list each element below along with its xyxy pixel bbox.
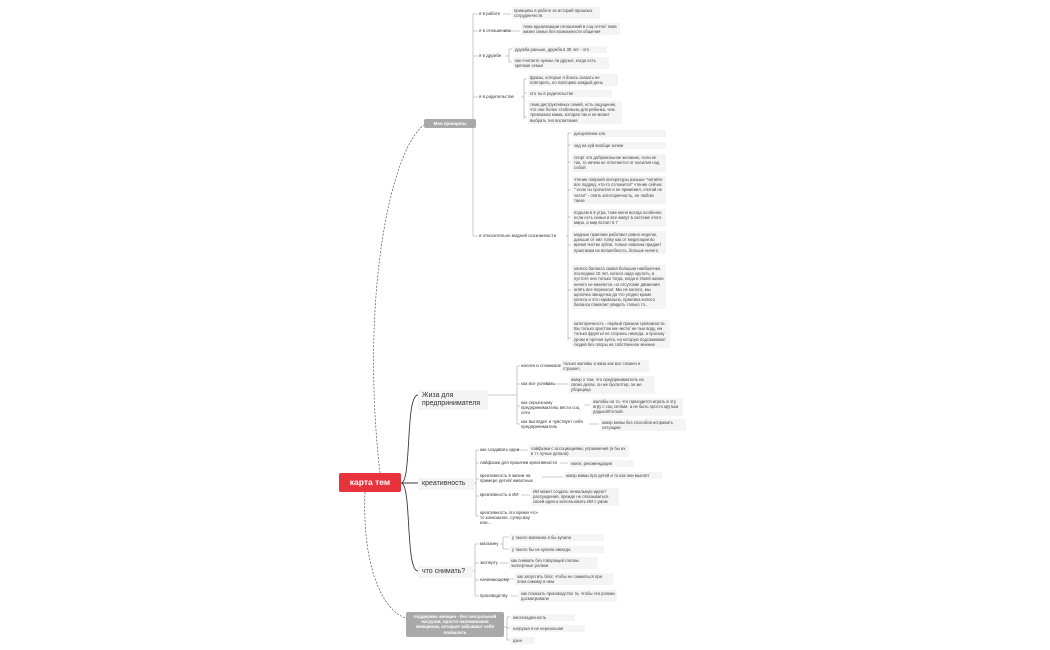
root-node[interactable]: карта тем <box>339 473 401 492</box>
creativity-branch-label[interactable]: креативность в жизни на примере детей/ ж… <box>480 473 533 484</box>
shoot-branch-label[interactable]: производству <box>480 593 508 598</box>
principles-work-label[interactable]: я в работе <box>479 11 501 16</box>
principles-relations-note[interactable]: тема идеализации отношений в соц сетях/ … <box>521 23 620 36</box>
entrepreneur-node[interactable]: Жиза для предпринимателя <box>418 390 488 410</box>
principles-relations-label[interactable]: я в отношениях <box>479 28 511 33</box>
creativity-branch-note[interactable]: ИИ может создать гениальную идею? рассуж… <box>531 488 619 506</box>
entrepreneur-branch-label[interactable]: как выглядит и чувствует себя предприним… <box>521 419 583 430</box>
principles-friendship-item[interactable]: дружба раньше, дружба в 30 лет - это <box>513 46 607 54</box>
creativity-branch-label[interactable]: креативность это время что-то конкошное,… <box>480 510 539 526</box>
entrepreneur-branch-item[interactable]: жалобы на то, что приходится играть в эт… <box>591 398 683 416</box>
shoot-branch-item[interactable]: у такого магазина я бы купила <box>510 534 604 542</box>
principles-parenting-item[interactable]: фразы, которые я боюсь сказать не повтор… <box>528 74 618 87</box>
principles-spiritual-item[interactable]: модные практики работают ровно неделю, д… <box>572 231 666 254</box>
principles-spiritual-item[interactable]: категоричность - первый признак тревожно… <box>572 320 670 349</box>
entrepreneur-branch-label[interactable]: как серьезному предпринимателю вести соц… <box>521 400 580 416</box>
shoot-node[interactable]: что снимать? <box>418 566 473 578</box>
principles-friendship-label[interactable]: я в дружбе <box>479 53 502 58</box>
creativity-branch-note[interactable]: юмор мамы про детей и то как они мыслят <box>564 472 662 480</box>
support-node[interactable]: поддержка женщин - без сексуальной нагру… <box>406 612 504 637</box>
principles-spiritual-label[interactable]: я относительно модной осознанности <box>479 233 557 238</box>
entrepreneur-branch-item[interactable]: юмор мемы без способов исправить ситуаци… <box>600 419 686 432</box>
principles-spiritual-item[interactable]: зад на хуй вообще зачем <box>572 142 666 150</box>
principles-spiritual-item[interactable]: чтение поврней литературы раньше "читайт… <box>572 176 666 205</box>
shoot-branch-item[interactable]: как запустить блог, чтобы не сниматься п… <box>515 573 613 586</box>
shoot-branch-item[interactable]: как показать производство та, чтобы эти … <box>519 590 617 603</box>
principles-spiritual-item[interactable]: дисциплина зло <box>572 130 666 138</box>
principles-parenting-item[interactable]: тема диструктивных семей, есть ощущение,… <box>528 101 622 124</box>
principles-parenting-label[interactable]: я в родительстве <box>479 94 514 99</box>
support-item[interactable]: нагрузка я не нереальная <box>511 625 585 633</box>
principles-spiritual-item[interactable]: подъем в 5 утра, тоже меня всегда особен… <box>572 209 666 227</box>
entrepreneur-branch-item[interactable]: только жаловы и жиза как все сложно и ст… <box>561 360 649 373</box>
creativity-branch-label[interactable]: креативность и ИИ <box>480 492 519 497</box>
creativity-branch-label[interactable]: лайфхаки для прокачки креативности <box>480 460 557 465</box>
principles-spiritual-item[interactable]: колесо баланса самая большая наебалочка … <box>572 265 666 309</box>
entrepreneur-branch-item[interactable]: юмор о том, что предприниматель на своих… <box>569 376 655 394</box>
shoot-branch-label[interactable]: эксперту <box>480 560 498 565</box>
principles-parenting-item[interactable]: кто ты в родительстве <box>528 90 612 98</box>
creativity-branch-note[interactable]: книги, рекомендации <box>569 460 633 468</box>
shoot-branch-label[interactable]: начинающему <box>480 577 509 582</box>
principles-spiritual-item[interactable]: спорт это добровольное желание, если не … <box>572 154 666 172</box>
principles-node[interactable]: Мои принципы <box>424 119 476 129</box>
shoot-branch-item[interactable]: у такого бы не купила никогда <box>510 546 604 554</box>
shoot-branch-label[interactable]: магазину <box>480 541 499 546</box>
principles-friendship-item[interactable]: как считаете нужны ли друзья, когда есть… <box>513 57 609 70</box>
principles-work-note[interactable]: принципы в работе из историй прошлых сот… <box>512 7 600 20</box>
creativity-node[interactable]: креативность <box>418 478 474 490</box>
creativity-branch-label[interactable]: как создавать идеи <box>480 447 520 452</box>
support-item[interactable]: многозадачность <box>511 614 575 622</box>
entrepreneur-branch-label[interactable]: налоги и сложности <box>521 363 562 368</box>
support-item[interactable]: дзен <box>511 637 535 645</box>
creativity-branch-note[interactable]: лайфхаки с ассоциациями, упражнения (я б… <box>529 445 629 458</box>
entrepreneur-branch-label[interactable]: как все успевать <box>521 381 555 386</box>
shoot-branch-item[interactable]: как снимать без говорящей головы эксперт… <box>509 557 597 570</box>
